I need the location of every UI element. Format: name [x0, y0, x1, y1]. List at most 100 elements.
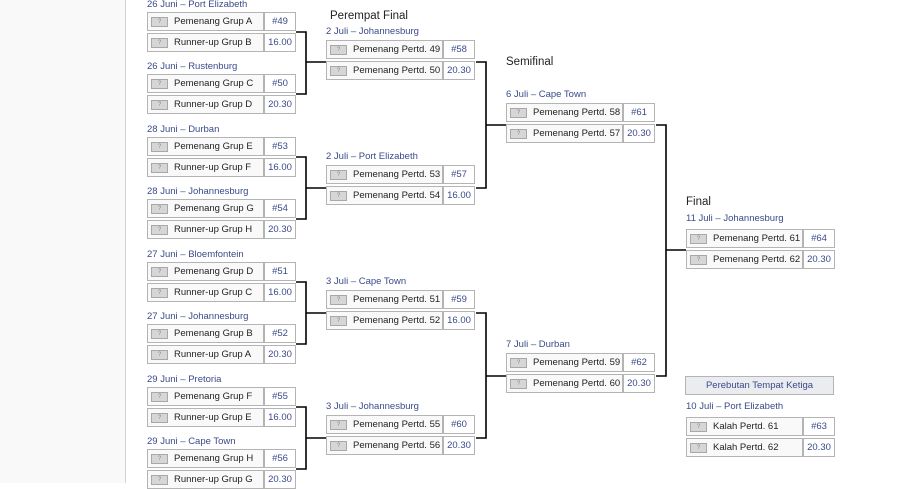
r16-match-52-team1[interactable]: ?Pemenang Grup G: [147, 199, 264, 218]
r16-match-51-team2[interactable]: ?Runner-up Grup F: [147, 158, 264, 177]
r16-match-53-team1[interactable]: ? Pemenang Grup D: [147, 262, 264, 281]
match-number: #63: [803, 417, 835, 436]
kickoff-time: 20.30: [264, 95, 296, 114]
team-name: Pemenang Grup D: [174, 266, 254, 277]
kickoff-time: 20.30: [264, 345, 296, 364]
match-number: #55: [264, 387, 296, 406]
r16-match-50-team1[interactable]: ?Pemenang Grup C: [147, 74, 264, 93]
third-place-match-team2[interactable]: ?Kalah Pertd. 62: [686, 438, 803, 457]
flag-placeholder-icon: ?: [330, 440, 347, 451]
team-name: Kalah Pertd. 62: [713, 442, 779, 453]
r16-match-53-team2[interactable]: ?Runner-up Grup C: [147, 283, 264, 302]
team-name: Pemenang Grup F: [174, 391, 253, 402]
kickoff-time: 16.00: [264, 283, 296, 302]
third-place-match-label: 10 Juli – Port Elizabeth: [686, 401, 784, 412]
qf-match-1-label: 2 Juli – Port Elizabeth: [326, 151, 418, 162]
match-number: #57: [443, 165, 475, 184]
flag-placeholder-icon: ?: [151, 453, 168, 464]
round-title-quarterfinal: Perempat Final: [330, 10, 408, 22]
kickoff-time: 20.30: [264, 220, 296, 239]
team-name: Runner-up Grup E: [174, 412, 252, 423]
r16-match-55-team2[interactable]: ?Runner-up Grup E: [147, 408, 264, 427]
flag-placeholder-icon: ?: [151, 224, 168, 235]
flag-placeholder-icon: ?: [330, 419, 347, 430]
qf-match-2-team1[interactable]: ?Pemenang Pertd. 51: [326, 290, 443, 309]
qf-match-1-team1[interactable]: ?Pemenang Pertd. 53: [326, 165, 443, 184]
flag-placeholder-icon: ?: [330, 65, 347, 76]
team-name: Runner-up Grup D: [174, 99, 253, 110]
flag-placeholder-icon: ?: [151, 266, 168, 277]
third-place-header: Perebutan Tempat Ketiga: [685, 376, 834, 395]
match-number: #50: [264, 74, 296, 93]
team-name: Pemenang Pertd. 54: [353, 190, 441, 201]
team-name: Pemenang Pertd. 56: [353, 440, 441, 451]
r16-match-53-label: 27 Juni – Bloemfontein: [147, 249, 244, 260]
flag-placeholder-icon: ?: [151, 474, 168, 485]
flag-placeholder-icon: ?: [151, 349, 168, 360]
kickoff-time: 20.30: [803, 250, 835, 269]
kickoff-time: 20.30: [623, 374, 655, 393]
match-number: #53: [264, 137, 296, 156]
qf-match-2-team2[interactable]: ?Pemenang Pertd. 52: [326, 311, 443, 330]
r16-match-54-team2[interactable]: ? Runner-up Grup A: [147, 345, 264, 364]
flag-placeholder-icon: ?: [151, 287, 168, 298]
flag-placeholder-icon: ?: [151, 141, 168, 152]
team-name: Runner-up Grup A: [174, 349, 252, 360]
r16-match-49-team1[interactable]: ?Pemenang Grup A: [147, 12, 264, 31]
r16-match-50-team2[interactable]: ?Runner-up Grup D: [147, 95, 264, 114]
qf-match-0-team1[interactable]: ?Pemenang Pertd. 49: [326, 40, 443, 59]
r16-match-51-team1[interactable]: ? Pemenang Grup E: [147, 137, 264, 156]
kickoff-time: 16.00: [443, 311, 475, 330]
qf-match-3-team1[interactable]: ?Pemenang Pertd. 55: [326, 415, 443, 434]
r16-match-56-team1[interactable]: ?Pemenang Grup H: [147, 449, 264, 468]
sf-match-0-team1[interactable]: ?Pemenang Pertd. 58: [506, 103, 623, 122]
qf-match-3-team2[interactable]: ? Pemenang Pertd. 56: [326, 436, 443, 455]
team-name: Pemenang Pertd. 62: [713, 254, 801, 265]
match-number: #58: [443, 40, 475, 59]
kickoff-time: 20.30: [443, 436, 475, 455]
team-name: Runner-up Grup F: [174, 162, 252, 173]
r16-match-54-team1[interactable]: ?Pemenang Grup B: [147, 324, 264, 343]
team-name: Pemenang Pertd. 61: [713, 233, 801, 244]
team-name: Runner-up Grup B: [174, 37, 252, 48]
flag-placeholder-icon: ?: [510, 107, 527, 118]
team-name: Pemenang Grup E: [174, 141, 253, 152]
match-number: #52: [264, 324, 296, 343]
r16-match-51-label: 28 Juni – Durban: [147, 124, 220, 135]
flag-placeholder-icon: ?: [690, 421, 707, 432]
left-sidebar: [0, 0, 126, 483]
final-match-team1[interactable]: ? Pemenang Pertd. 61: [686, 229, 803, 248]
r16-match-55-team1[interactable]: ?Pemenang Grup F: [147, 387, 264, 406]
flag-placeholder-icon: ?: [330, 294, 347, 305]
flag-placeholder-icon: ?: [151, 16, 168, 27]
final-match-team2[interactable]: ?Pemenang Pertd. 62: [686, 250, 803, 269]
r16-match-49-team2[interactable]: ?Runner-up Grup B: [147, 33, 264, 52]
kickoff-time: 16.00: [443, 186, 475, 205]
team-name: Pemenang Pertd. 49: [353, 44, 441, 55]
r16-match-52-label: 28 Juni – Johannesburg: [147, 186, 249, 197]
flag-placeholder-icon: ?: [330, 190, 347, 201]
match-number: #60: [443, 415, 475, 434]
kickoff-time: 20.30: [264, 470, 296, 489]
qf-match-1-team2[interactable]: ? Pemenang Pertd. 54: [326, 186, 443, 205]
sf-match-1-team1[interactable]: ?Pemenang Pertd. 59: [506, 353, 623, 372]
match-number: #54: [264, 199, 296, 218]
sf-match-0-team2[interactable]: ?Pemenang Pertd. 57: [506, 124, 623, 143]
sf-match-1-team2[interactable]: ?Pemenang Pertd. 60: [506, 374, 623, 393]
qf-match-0-team2[interactable]: ?Pemenang Pertd. 50: [326, 61, 443, 80]
round-title-semifinal: Semifinal: [506, 56, 554, 68]
r16-match-56-label: 29 Juni – Cape Town: [147, 436, 236, 447]
team-name: Runner-up Grup H: [174, 224, 253, 235]
sf-match-1-label: 7 Juli – Durban: [506, 339, 570, 350]
flag-placeholder-icon: ?: [690, 233, 707, 244]
kickoff-time: 20.30: [623, 124, 655, 143]
team-name: Pemenang Pertd. 53: [353, 169, 441, 180]
team-name: Pemenang Pertd. 57: [533, 128, 621, 139]
match-number: #56: [264, 449, 296, 468]
r16-match-56-team2[interactable]: ?Runner-up Grup G: [147, 470, 264, 489]
kickoff-time: 20.30: [803, 438, 835, 457]
third-place-match-team1[interactable]: ?Kalah Pertd. 61: [686, 417, 803, 436]
round-title-final: Final: [686, 196, 711, 208]
r16-match-52-team2[interactable]: ? Runner-up Grup H: [147, 220, 264, 239]
